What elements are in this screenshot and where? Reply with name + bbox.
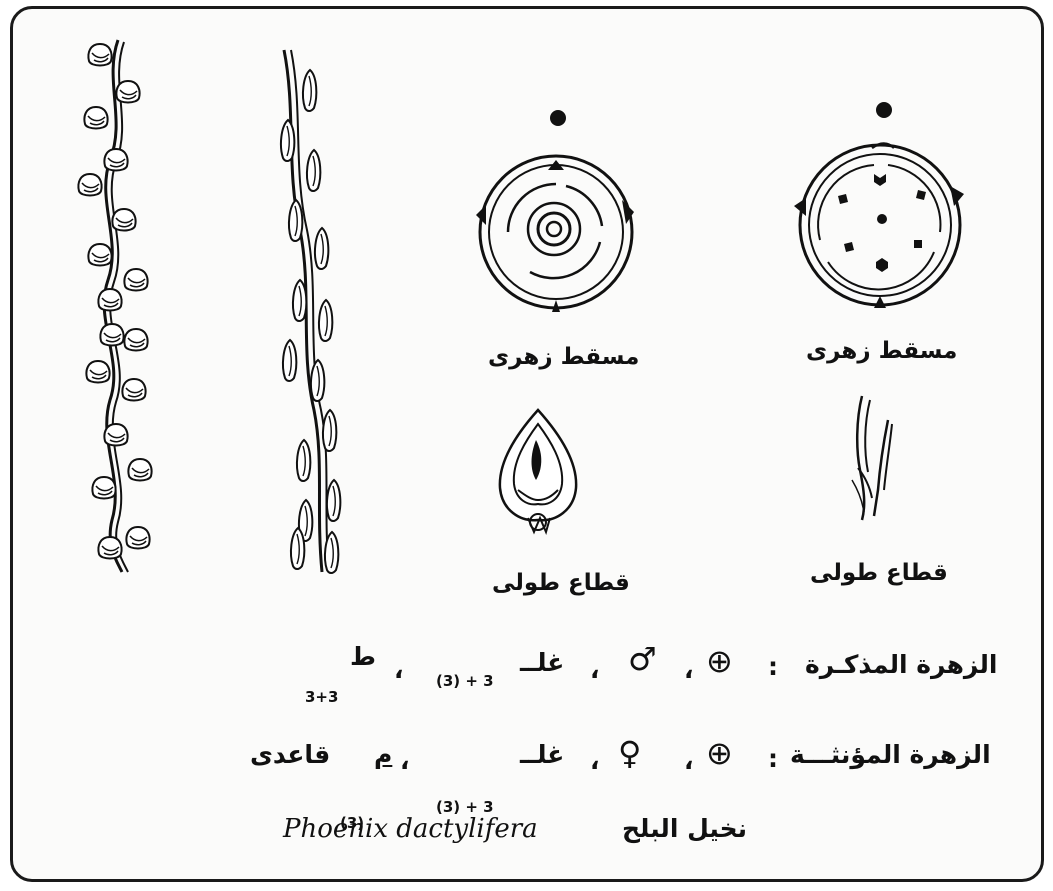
floral-diagram-label-male: مسقط زهرى xyxy=(806,338,957,364)
male-comma-3: ، xyxy=(394,655,404,684)
male-stamen-label: ط xyxy=(350,642,376,671)
female-comma-3: ، xyxy=(400,746,410,775)
female-sex-icon: ♀ xyxy=(618,734,641,772)
female-perianth-label: غلــ xyxy=(520,740,564,769)
section-label-female: قطاع طولى xyxy=(492,570,630,596)
female-carpel-label: م xyxy=(374,740,392,769)
female-symmetry-icon: ⊕ xyxy=(706,734,733,772)
male-floral-diagram xyxy=(794,102,964,308)
female-floral-diagram xyxy=(476,110,634,312)
species-arabic-name: نخيل البلح xyxy=(622,814,747,843)
female-comma-2: ، xyxy=(590,746,600,775)
female-flower-name: الزهرة المؤنثـــة xyxy=(790,740,991,769)
female-inflorescence-stalk xyxy=(281,50,340,573)
female-ovary-position: قاعدى xyxy=(250,740,330,769)
female-comma-1: ، xyxy=(684,746,694,775)
female-separator: : xyxy=(768,744,778,773)
male-inflorescence-stalk xyxy=(78,40,151,572)
male-stamen-count: 3+3 xyxy=(305,688,1053,706)
female-longitudinal-section xyxy=(500,410,576,532)
male-longitudinal-section xyxy=(852,396,892,520)
floral-diagram-label-female: مسقط زهرى xyxy=(488,344,639,370)
section-label-male: قطاع طولى xyxy=(810,560,948,586)
species-latin-name: Phoenix dactylifera xyxy=(283,814,538,844)
